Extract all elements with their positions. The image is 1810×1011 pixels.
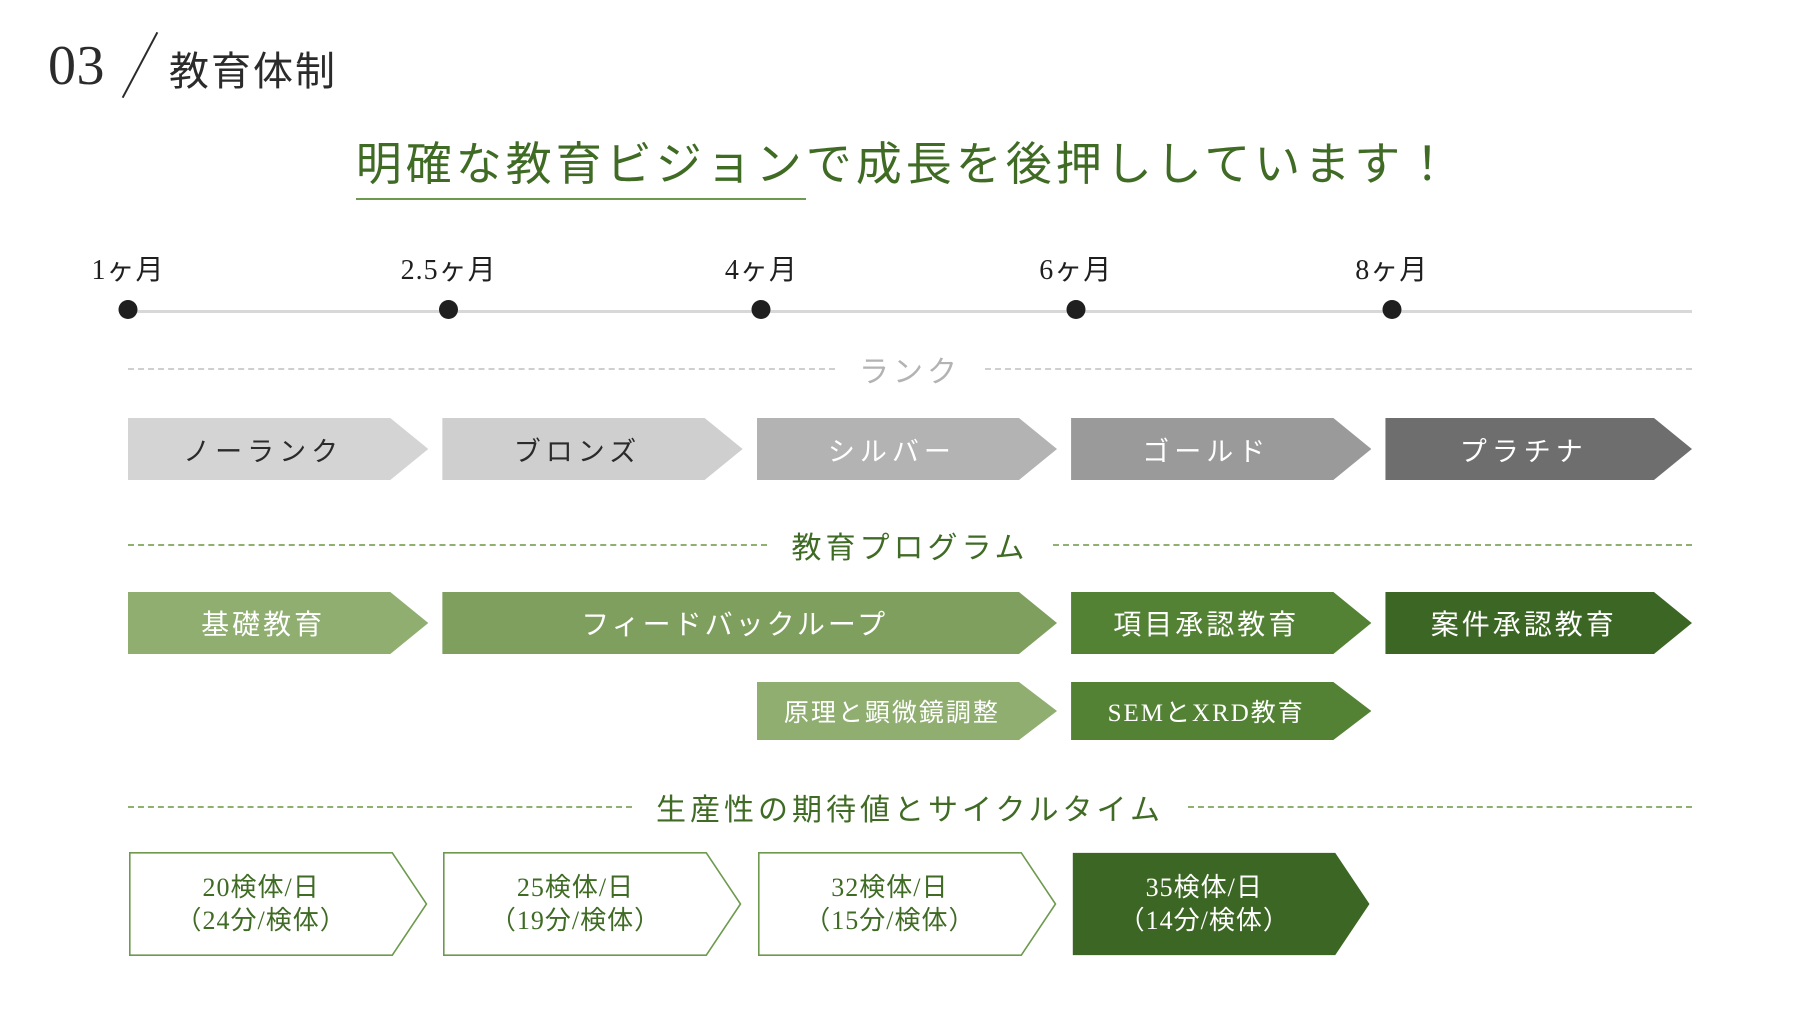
productivity-cycle-time: （24分/検体） xyxy=(175,906,347,935)
timeline-dot-icon xyxy=(118,300,138,319)
divider-dash-left xyxy=(128,368,835,370)
timeline-label: 1ヶ月 xyxy=(91,255,165,286)
timeline-dot-icon xyxy=(439,300,459,319)
chevron-rank[interactable]: シルバー xyxy=(757,418,1057,480)
chevron-prog[interactable]: 基礎教育 xyxy=(128,592,428,654)
productivity-rate: 20検体/日 xyxy=(202,872,320,902)
chevron-rank[interactable]: ゴールド xyxy=(1071,418,1371,480)
section-number: 03 xyxy=(48,35,105,97)
productivity-cycle-time: （19分/検体） xyxy=(489,906,662,935)
timeline-label: 2.5ヶ月 xyxy=(400,255,497,286)
page-headline: 明確な教育ビジョンで成長を後押ししています！ xyxy=(0,128,1810,200)
productivity-divider-label: 生産性の期待値とサイクルタイム xyxy=(656,794,1164,827)
program-row: 基礎教育 フィードバックループ 項目承認教育 案件承認教育 xyxy=(128,592,1692,654)
chevron-prog[interactable]: フィードバックループ xyxy=(442,592,1057,654)
productivity-text: 32検体/日 （15分/検体） xyxy=(804,871,975,938)
slide-header: 03 教育体制 xyxy=(48,14,337,94)
chevron-productivity[interactable]: 32検体/日 （15分/検体） xyxy=(757,852,1057,956)
program-divider: 教育プログラム xyxy=(128,528,1693,565)
chevron-label: ブロンズ xyxy=(513,436,642,467)
divider-dash-left xyxy=(128,544,768,546)
chevron-label: ノーランク xyxy=(183,436,344,467)
headline-emphasis: 明確な教育ビジョン xyxy=(355,139,806,200)
rank-row: ノーランク ブロンズ シルバー ゴールド プラチナ xyxy=(128,418,1692,480)
timeline-dot-icon xyxy=(751,300,771,319)
program-divider-label: 教育プログラム xyxy=(791,532,1029,565)
timeline-track xyxy=(136,310,1692,313)
section-title: 教育体制 xyxy=(169,49,337,94)
divider-dash-right xyxy=(1187,806,1692,808)
productivity-divider: 生産性の期待値とサイクルタイム xyxy=(128,790,1692,827)
program-subrow: 原理と顕微鏡調整 SEMとXRD教育 xyxy=(128,682,1692,740)
productivity-text: 20検体/日 （24分/検体） xyxy=(176,871,347,938)
productivity-rate: 35検体/日 xyxy=(1145,872,1263,902)
timeline-label: 6ヶ月 xyxy=(1039,255,1113,286)
divider-dash-left xyxy=(128,806,633,808)
chevron-rank[interactable]: プラチナ xyxy=(1385,418,1692,480)
chevron-rank[interactable]: ノーランク xyxy=(128,418,428,480)
timeline-point: 8ヶ月 xyxy=(1355,248,1428,319)
divider-dash-right xyxy=(985,368,1692,370)
timeline-label: 8ヶ月 xyxy=(1355,255,1429,286)
productivity-rate: 25検体/日 xyxy=(516,872,635,902)
chevron-label: 原理と顕微鏡調整 xyxy=(783,700,1000,727)
chevron-productivity[interactable]: 25検体/日 （19分/検体） xyxy=(442,852,742,956)
chevron-label: シルバー xyxy=(827,436,956,467)
timeline-point: 4ヶ月 xyxy=(725,248,798,319)
chevron-shape-icon xyxy=(128,852,428,956)
headline-rest: で成長を後押ししています！ xyxy=(805,139,1455,190)
rank-divider: ランク xyxy=(128,352,1692,389)
chevron-prog sub[interactable]: 原理と顕微鏡調整 xyxy=(757,682,1057,740)
chevron-prog[interactable]: 案件承認教育 xyxy=(1385,592,1692,654)
timeline-point: 2.5ヶ月 xyxy=(401,248,497,319)
chevron-label: SEMとXRD教育 xyxy=(1107,700,1305,727)
productivity-text: 35検体/日 （14分/検体） xyxy=(1119,871,1290,938)
timeline-point: 1ヶ月 xyxy=(91,248,164,319)
timeline-label: 4ヶ月 xyxy=(724,255,798,286)
chevron-prog sub[interactable]: SEMとXRD教育 xyxy=(1071,682,1371,740)
chevron-prog[interactable]: 項目承認教育 xyxy=(1071,592,1371,654)
chevron-shape-icon xyxy=(442,852,742,956)
timeline: 1ヶ月 2.5ヶ月 4ヶ月 6ヶ月 8ヶ月 xyxy=(91,248,1692,328)
productivity-cycle-time: （14分/検体） xyxy=(1118,906,1290,935)
productivity-text: 25検体/日 （19分/検体） xyxy=(490,871,661,938)
rank-divider-label: ランク xyxy=(859,356,961,389)
productivity-row: 20検体/日 （24分/検体） 25検体/日 （19分/検体） 32検体/日 （15分/検… xyxy=(128,852,1692,956)
header-slash-icon xyxy=(111,32,167,94)
chevron-label: ゴールド xyxy=(1142,436,1271,467)
chevron-productivity[interactable]: 20検体/日 （24分/検体） xyxy=(128,852,428,956)
divider-dash-right xyxy=(1052,544,1693,546)
chevron-label: フィードバックループ xyxy=(581,610,889,641)
chevron-productivity[interactable]: 35検体/日 （14分/検体） xyxy=(1071,852,1371,956)
productivity-cycle-time: （15分/検体） xyxy=(804,906,976,935)
chevron-label: プラチナ xyxy=(1459,436,1588,467)
productivity-rate: 32検体/日 xyxy=(831,872,949,902)
timeline-dot-icon xyxy=(1382,300,1402,319)
chevron-label: 項目承認教育 xyxy=(1113,610,1300,641)
chevron-label: 案件承認教育 xyxy=(1430,610,1617,641)
chevron-rank[interactable]: ブロンズ xyxy=(442,418,742,480)
timeline-point: 6ヶ月 xyxy=(1039,248,1112,319)
timeline-dot-icon xyxy=(1066,300,1086,319)
chevron-shape-icon xyxy=(1072,852,1370,956)
chevron-shape-icon xyxy=(757,852,1057,956)
chevron-label: 基礎教育 xyxy=(201,610,326,641)
